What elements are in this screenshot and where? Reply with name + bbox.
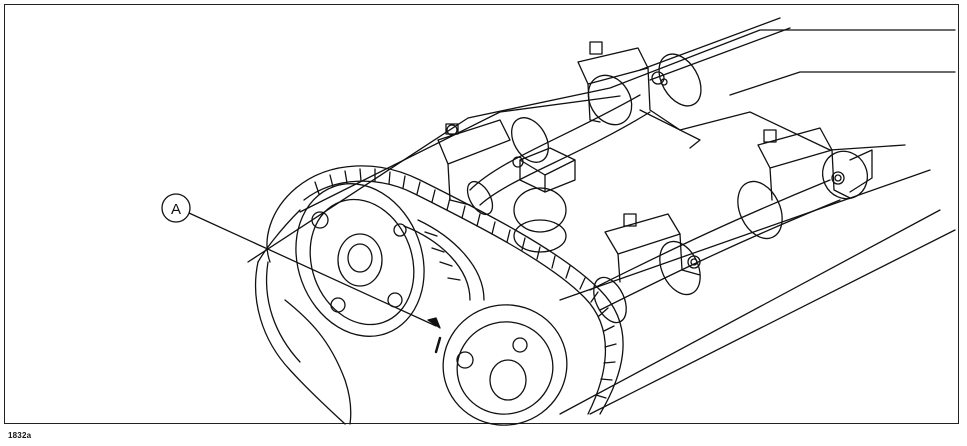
exhaust-camshaft [589, 127, 873, 324]
figure-frame [4, 4, 959, 424]
callout-circle [161, 193, 191, 223]
cylinder-head [247, 17, 956, 415]
intake-camshaft [437, 41, 702, 216]
figure-code: 1832a [8, 431, 32, 440]
callout-label-a: A [171, 201, 181, 218]
timing-cover [254, 209, 352, 425]
timing-mark [427, 317, 442, 354]
callout-leader-line [188, 212, 437, 327]
cam-block [513, 147, 576, 253]
timing-chain [266, 165, 624, 415]
lower-sprocket [442, 304, 568, 426]
